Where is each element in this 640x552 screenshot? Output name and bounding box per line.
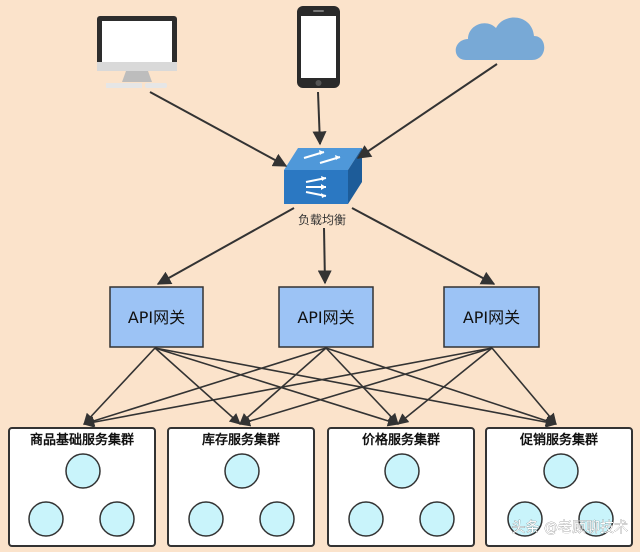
service-node: [259, 501, 295, 537]
arrow-phone-to-lb: [312, 91, 327, 146]
service-node: [65, 453, 101, 489]
service-node: [419, 501, 455, 537]
watermark: 头条 @老顾聊技术: [512, 519, 628, 536]
cluster-inventory: 库存服务集群: [167, 427, 315, 547]
service-node: [384, 453, 420, 489]
api-gateway-1: API网关: [109, 286, 204, 348]
api-gateway-label: API网关: [463, 308, 520, 327]
service-node: [543, 453, 579, 489]
service-node: [28, 501, 64, 537]
desktop-icon: [97, 16, 177, 88]
service-node: [224, 453, 260, 489]
arrow-lb-to-gateway-1: [156, 207, 295, 285]
smartphone-icon: [297, 6, 340, 88]
arrow-cloud-to-lb: [356, 63, 498, 159]
service-node: [99, 501, 135, 537]
service-node: [188, 501, 224, 537]
arrow-desktop-to-lb: [149, 91, 288, 167]
api-gateway-3: API网关: [443, 286, 540, 348]
api-gateway-label: API网关: [297, 308, 354, 327]
arrow-lb-to-gateway-3: [351, 207, 496, 285]
api-gateway-2: API网关: [278, 286, 374, 348]
load-balancer-label: 负载均衡: [298, 213, 346, 227]
service-node: [348, 501, 384, 537]
gateway-to-cluster-arrows: [82, 347, 558, 428]
cluster-price: 价格服务集群: [327, 427, 475, 547]
api-gateway-label: API网关: [128, 308, 185, 327]
cluster-label: 商品基础服务集群: [30, 432, 134, 448]
cluster-label: 库存服务集群: [202, 432, 280, 448]
service-node: [507, 501, 543, 537]
network-switch-icon: [284, 148, 362, 204]
arrow-lb-to-gateway-2: [317, 227, 332, 285]
cluster-product-base: 商品基础服务集群: [8, 427, 156, 547]
cluster-label: 促销服务集群: [519, 432, 598, 448]
cluster-promotion: 促销服务集群: [485, 427, 633, 547]
service-node: [578, 501, 614, 537]
cloud-icon: [455, 17, 545, 60]
cluster-label: 价格服务集群: [362, 432, 440, 448]
